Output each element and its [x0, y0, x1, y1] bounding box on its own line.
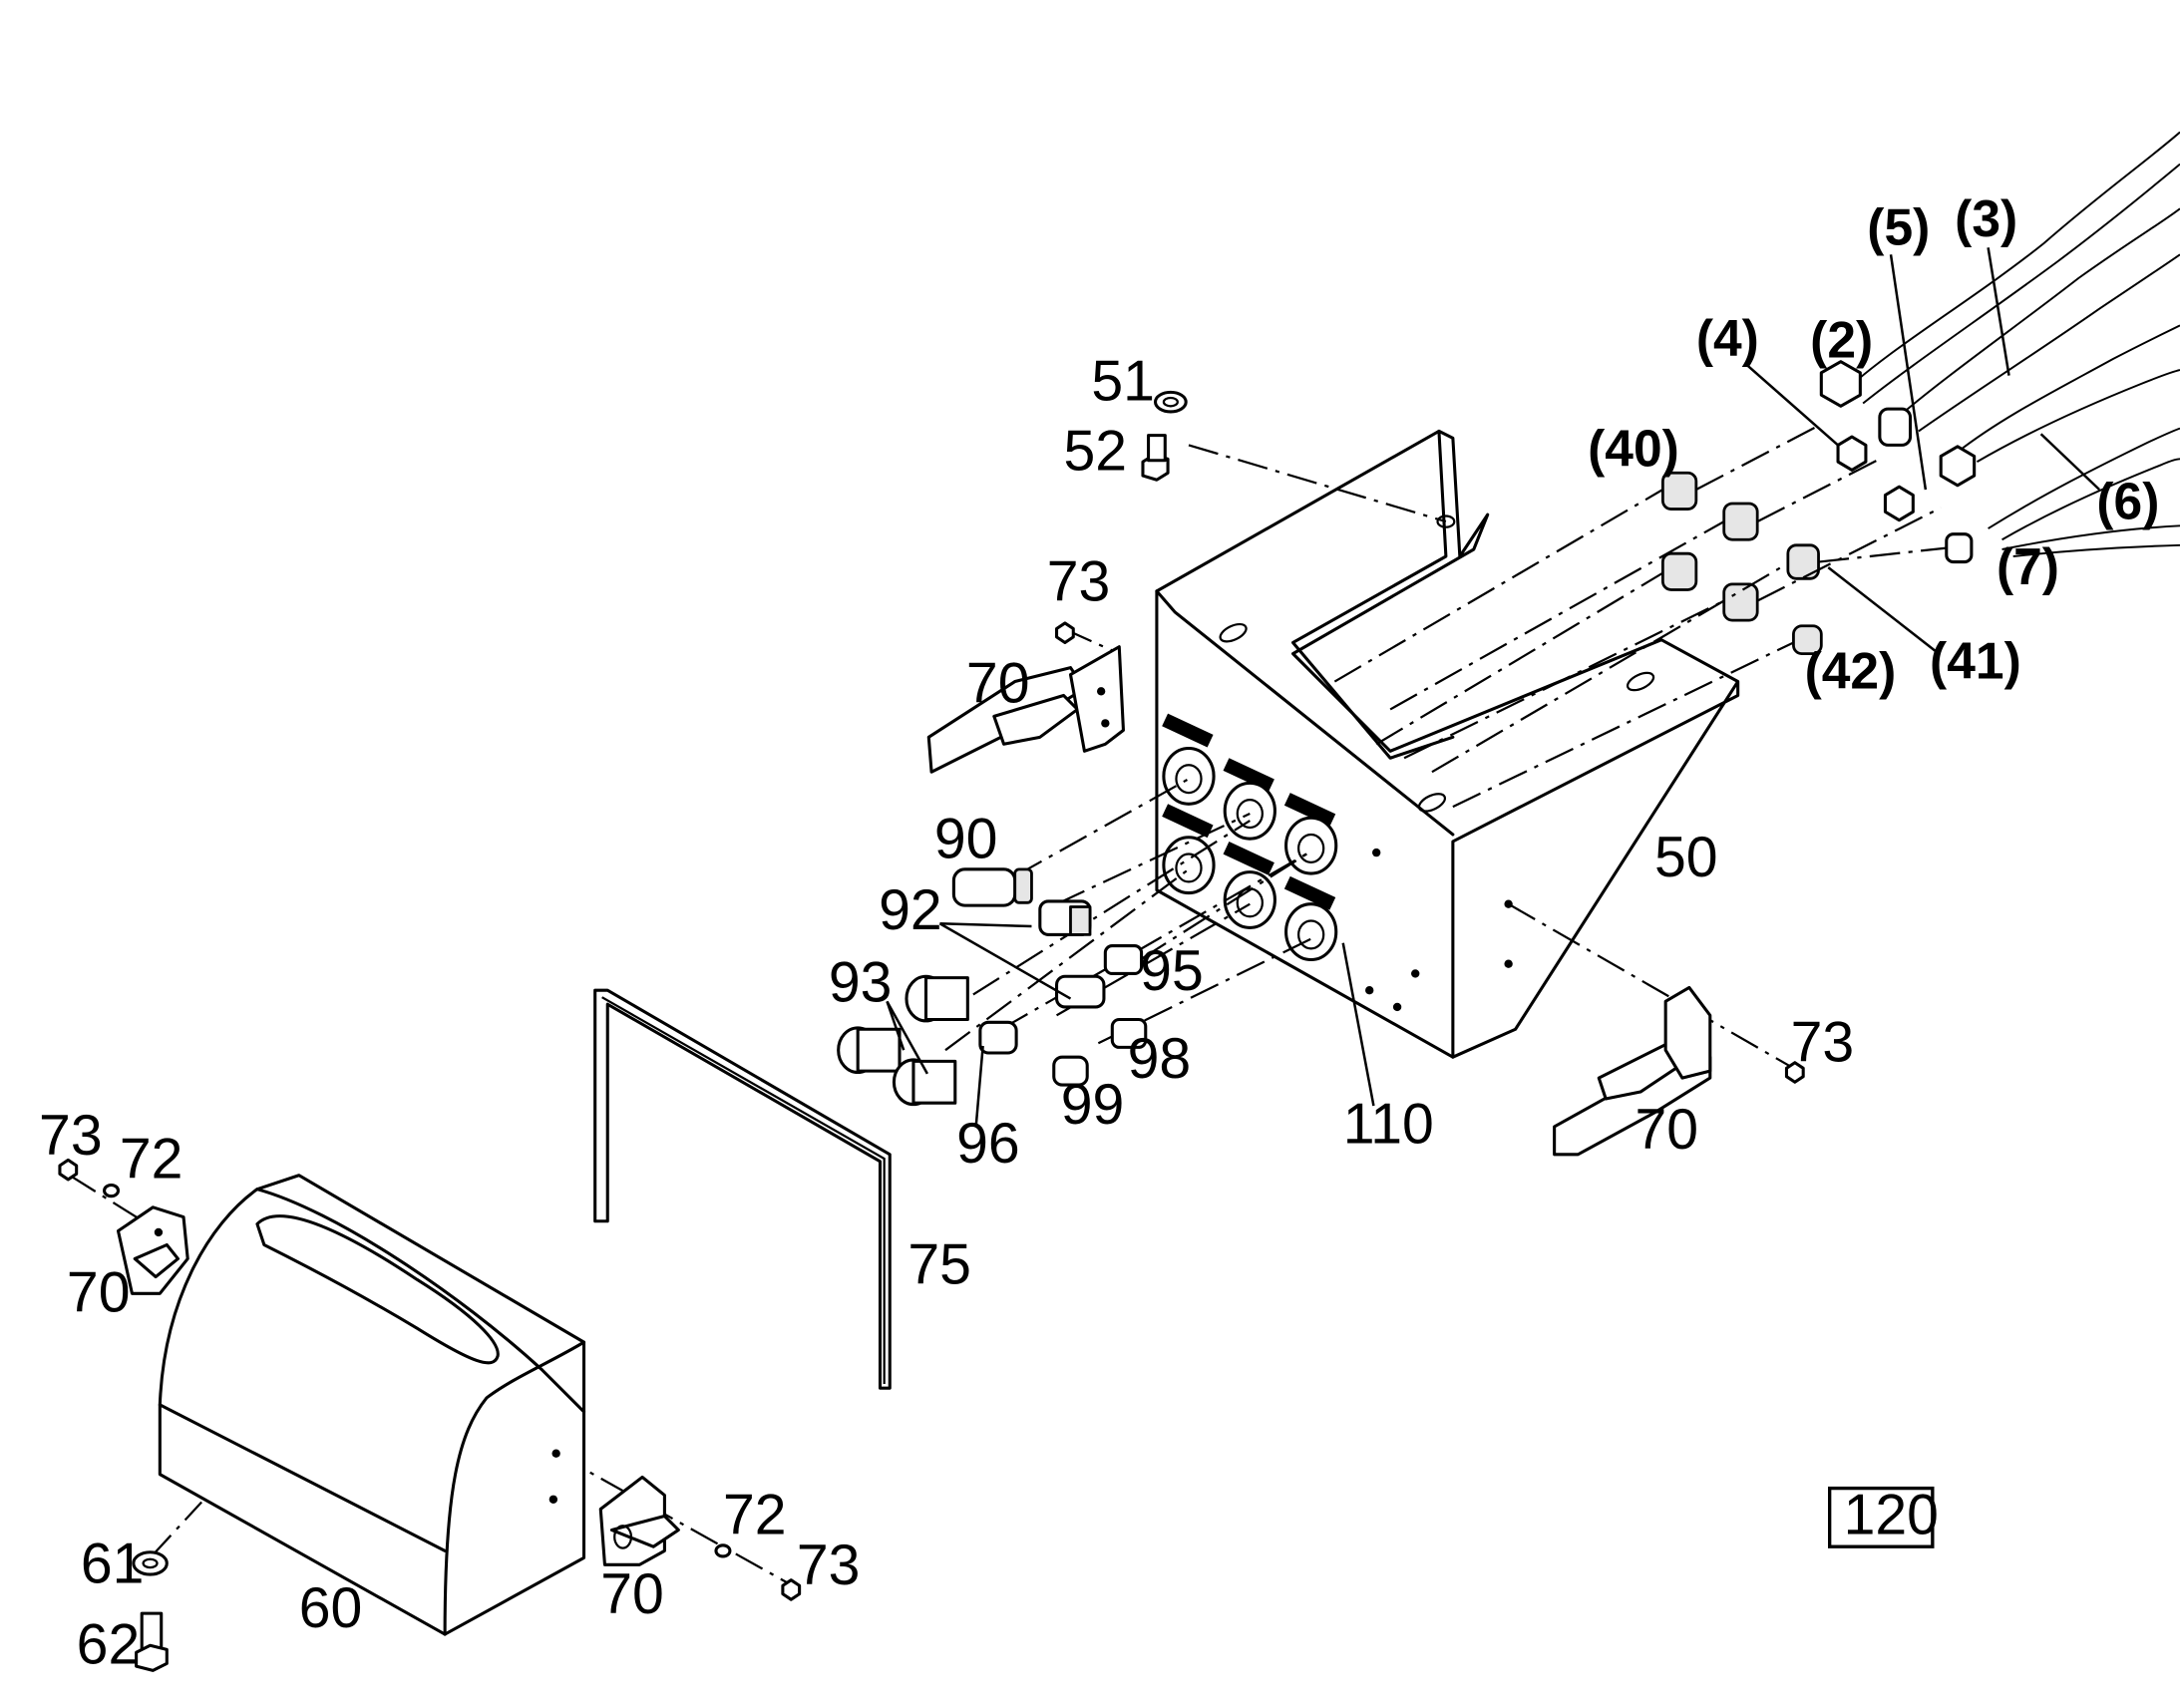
- label-96: 96: [956, 1112, 1020, 1176]
- label-90: 90: [934, 808, 998, 871]
- label-110: 110: [1343, 1093, 1434, 1157]
- label-92: 92: [879, 878, 942, 942]
- coupling-parts: [837, 867, 1148, 1107]
- figure-number-box: 120: [1828, 1484, 1939, 1548]
- label-70-top: 70: [966, 651, 1030, 715]
- latch-70-right: [1553, 985, 1805, 1157]
- assembly-lines: [69, 423, 1947, 1587]
- label-73-left: 73: [39, 1104, 103, 1168]
- label-72-lower: 72: [723, 1484, 787, 1547]
- latch-70-lower: [598, 1475, 802, 1601]
- washer-51-bolt-52: [1141, 390, 1188, 482]
- label-ref-42: (42): [1805, 641, 1897, 699]
- label-52: 52: [1064, 419, 1128, 483]
- label-ref-6: (6): [2096, 472, 2159, 529]
- label-51: 51: [1091, 350, 1155, 414]
- label-95: 95: [1140, 939, 1204, 1003]
- label-ref-40: (40): [1588, 419, 1679, 477]
- label-62: 62: [77, 1612, 141, 1676]
- label-73-right: 73: [1791, 1010, 1855, 1074]
- label-70-right: 70: [1635, 1098, 1699, 1162]
- bracket-50: [1155, 429, 1740, 1059]
- label-98: 98: [1128, 1027, 1192, 1091]
- hose-bundle: [1819, 131, 2180, 564]
- label-61: 61: [81, 1532, 145, 1595]
- label-ref-41: (41): [1930, 632, 2021, 690]
- label-75: 75: [908, 1233, 971, 1297]
- label-ref-5: (5): [1867, 197, 1930, 255]
- label-70-lower: 70: [600, 1562, 664, 1626]
- figure-number: 120: [1844, 1484, 1939, 1547]
- label-72-left: 72: [120, 1128, 183, 1192]
- label-70-left: 70: [67, 1260, 131, 1324]
- latch-70-upper: [926, 621, 1125, 774]
- cover-60: [158, 1174, 586, 1636]
- gasket-75: [593, 988, 892, 1390]
- label-99: 99: [1061, 1073, 1125, 1137]
- adapter-fittings: [1660, 471, 1823, 656]
- label-73-top: 73: [1047, 550, 1111, 614]
- label-93: 93: [829, 950, 893, 1014]
- label-ref-4: (4): [1696, 309, 1759, 367]
- label-50: 50: [1654, 826, 1718, 889]
- label-73-lower: 73: [797, 1534, 861, 1597]
- label-ref-3: (3): [1955, 189, 2017, 247]
- label-ref-2: (2): [1810, 310, 1873, 368]
- label-60: 60: [299, 1576, 363, 1640]
- part-labels: 51 52 73 70 90 92 93 95 96 98 99 110 50 …: [39, 189, 2159, 1676]
- washer-61-bolt-62: [132, 1550, 169, 1672]
- leader-lines: [886, 247, 2101, 1128]
- latch-70-left: [58, 1158, 189, 1295]
- label-ref-7: (7): [1997, 537, 2059, 595]
